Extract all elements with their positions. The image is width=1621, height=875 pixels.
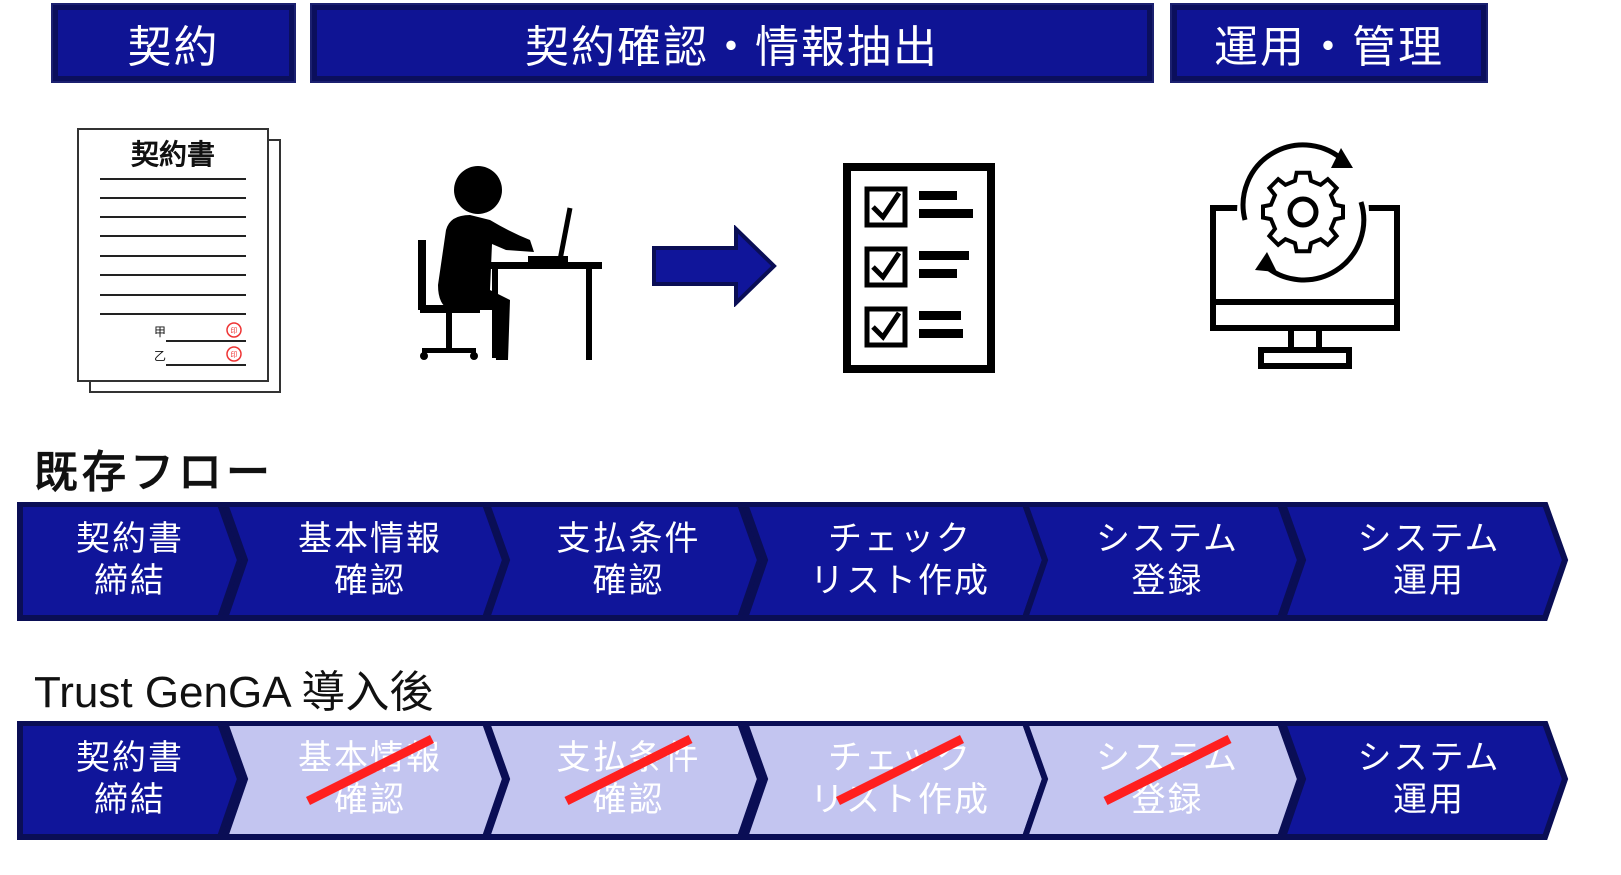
new-step-1-label: 契約書 締結 bbox=[76, 738, 184, 820]
existing-flow: 契約書 締結 基本情報 確認 支払条件 確認 チェック リスト作成 システム 登録 システ… bbox=[0, 502, 1621, 622]
party-b-label: 乙 bbox=[154, 349, 166, 363]
header-contract-label: 契約 bbox=[127, 22, 220, 73]
party-a-label: 甲 bbox=[154, 325, 166, 339]
monitor-gear-icon bbox=[1210, 142, 1400, 369]
person-at-desk-icon bbox=[418, 166, 602, 360]
seal-mark-a: 印 bbox=[231, 327, 238, 335]
contract-document-icon: 契約書 甲 乙 印 印 bbox=[77, 128, 281, 393]
contract-document-title: 契約書 bbox=[131, 138, 215, 171]
existing-step-1-label: 契約書 締結 bbox=[76, 519, 184, 601]
new-step-6-label: システム 運用 bbox=[1357, 738, 1501, 820]
existing-step-3-label: 支払条件 確認 bbox=[556, 519, 701, 601]
new-step-2-label: 基本情報 確認 bbox=[298, 738, 442, 820]
header-check-extract-label: 契約確認・情報抽出 bbox=[525, 22, 939, 73]
header-operation-label: 運用・管理 bbox=[1214, 22, 1444, 73]
new-step-5-label: システム 登録 bbox=[1096, 738, 1239, 820]
existing-step-2-label: 基本情報 確認 bbox=[298, 519, 442, 601]
header-contract: 契約 bbox=[51, 3, 296, 83]
existing-step-3-chevron bbox=[482, 502, 764, 621]
existing-flow-title: 既存フロー bbox=[34, 447, 274, 498]
existing-step-1-chevron bbox=[17, 502, 244, 621]
new-step-3-label: 支払条件 確認 bbox=[556, 738, 701, 820]
new-flow-title: Trust GenGA 導入後 bbox=[34, 668, 434, 717]
new-step-4-label: チェック リスト作成 bbox=[810, 738, 990, 820]
new-flow: 契約書 締結 基本情報 確認 支払条件 確認 チェック リスト作成 システム 登録 システ… bbox=[0, 721, 1621, 841]
new-step-1-chevron bbox=[17, 721, 244, 840]
header-check-extract: 契約確認・情報抽出 bbox=[310, 3, 1154, 83]
existing-flow-arrows bbox=[17, 502, 1569, 621]
checklist-icon bbox=[843, 163, 995, 373]
right-arrow-icon bbox=[652, 225, 777, 307]
existing-step-4-label: チェック リスト作成 bbox=[810, 519, 990, 601]
header-operation: 運用・管理 bbox=[1170, 3, 1488, 83]
new-step-6-chevron bbox=[1278, 721, 1569, 840]
existing-step-6-chevron bbox=[1278, 502, 1569, 621]
existing-step-6-label: システム 運用 bbox=[1357, 519, 1501, 601]
seal-mark-b: 印 bbox=[231, 351, 238, 359]
existing-step-5-label: システム 登録 bbox=[1096, 519, 1239, 601]
